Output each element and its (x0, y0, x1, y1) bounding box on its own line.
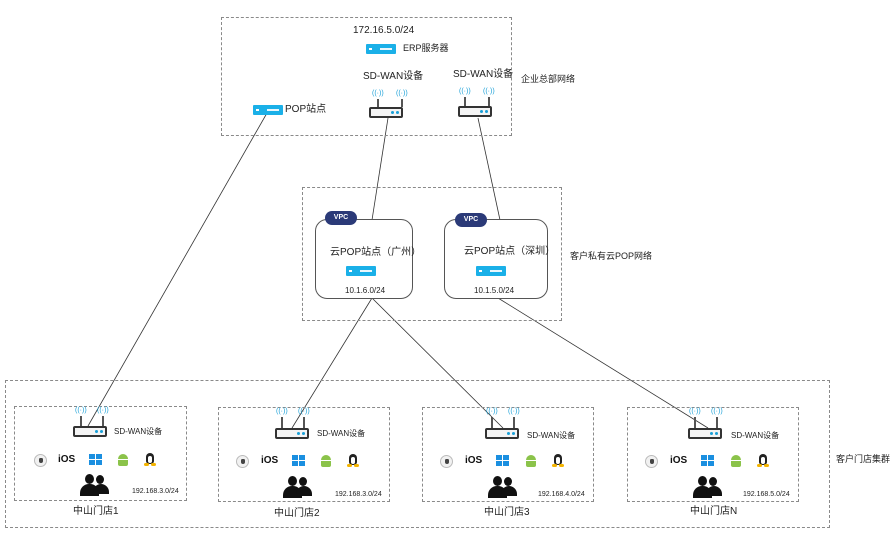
wifi-icon: ((·)) (689, 408, 701, 415)
vpc-badge: VPC (455, 213, 487, 227)
store-box (422, 407, 594, 502)
hq-group-label: 企业总部网络 (521, 74, 576, 84)
hq-subnet: 172.16.5.0/24 (353, 25, 415, 36)
store-name: 中山门店3 (484, 507, 530, 518)
store-sdwan-label: SD-WAN设备 (317, 429, 366, 438)
store-sdwan-device (275, 428, 309, 439)
erp-server-icon (366, 44, 396, 54)
store-sdwan-device (688, 428, 722, 439)
wifi-icon: ((·)) (483, 88, 495, 95)
hq-sdwan-label-1: SD-WAN设备 (363, 71, 424, 82)
wifi-icon: ((·)) (508, 408, 520, 415)
antenna (513, 417, 515, 428)
cloud-site-guangzhou (315, 219, 413, 299)
ios-label: iOS (670, 455, 688, 466)
users-icon (282, 476, 312, 498)
android-icon (525, 455, 537, 467)
cloud-site-name: 云POP站点（深圳） (464, 246, 556, 257)
wifi-icon: ((·)) (75, 407, 87, 414)
hq-sdwan-device-2 (458, 106, 492, 117)
hq-network-group (221, 17, 512, 136)
antenna (488, 97, 490, 106)
hq-sdwan-device-1 (369, 107, 403, 118)
link-guangzhou-to-store3 (371, 297, 504, 429)
store-subnet: 192.168.3.0/24 (132, 488, 179, 495)
windows-icon (292, 455, 306, 467)
cloud-site-subnet: 10.1.6.0/24 (345, 286, 386, 295)
antenna (80, 416, 82, 426)
store-subnet: 192.168.3.0/24 (335, 491, 382, 498)
store-sdwan-label: SD-WAN设备 (114, 427, 163, 436)
store-box (218, 407, 390, 502)
cloud-pop-group (302, 187, 562, 321)
windows-icon (496, 455, 510, 467)
wifi-icon: ((·)) (276, 408, 288, 415)
store-name: 中山门店N (690, 506, 738, 517)
store-name: 中山门店2 (274, 508, 320, 519)
wifi-icon: ((·)) (372, 90, 384, 97)
cloud-site-subnet: 10.1.5.0/24 (474, 286, 515, 295)
wifi-icon: ((·)) (711, 408, 723, 415)
ios-label: iOS (465, 455, 483, 466)
erp-server-label: ERP服务器 (403, 43, 449, 53)
antenna (102, 416, 104, 426)
apple-icon (645, 455, 658, 468)
pop-site-icon (253, 105, 283, 115)
antenna (281, 417, 283, 428)
antenna (464, 97, 466, 106)
antenna (716, 417, 718, 428)
antenna (694, 417, 696, 428)
linux-icon (757, 454, 769, 467)
cloud-site-shenzhen (444, 219, 548, 299)
cloud-server-icon (346, 266, 376, 276)
linux-icon (347, 454, 359, 467)
linux-icon (144, 453, 156, 466)
android-icon (320, 455, 332, 467)
ios-label: iOS (58, 454, 76, 465)
hq-sdwan-label-2: SD-WAN设备 (453, 69, 514, 80)
users-icon (79, 474, 109, 496)
android-icon (117, 454, 129, 466)
store-sdwan-device (485, 428, 519, 439)
wifi-icon: ((·)) (97, 407, 109, 414)
apple-icon (236, 455, 249, 468)
store-box (14, 406, 187, 501)
users-icon (487, 476, 517, 498)
store-sdwan-device (73, 426, 107, 437)
store-sdwan-label: SD-WAN设备 (731, 431, 780, 440)
store-cluster-group (5, 380, 830, 528)
windows-icon (701, 455, 715, 467)
windows-icon (89, 454, 103, 466)
store-subnet: 192.168.4.0/24 (538, 491, 585, 498)
store-sdwan-label: SD-WAN设备 (527, 431, 576, 440)
antenna (303, 417, 305, 428)
cloud-site-name: 云POP站点（广州） (330, 247, 422, 258)
link-pop-to-store1 (87, 112, 268, 427)
antenna (491, 417, 493, 428)
antenna (377, 99, 379, 107)
ios-label: iOS (261, 455, 279, 466)
apple-icon (34, 454, 47, 467)
store-subnet: 192.168.5.0/24 (743, 491, 790, 498)
wifi-icon: ((·)) (298, 408, 310, 415)
wifi-icon: ((·)) (459, 88, 471, 95)
store-name: 中山门店1 (73, 506, 119, 517)
apple-icon (440, 455, 453, 468)
pop-site-label: POP站点 (285, 104, 327, 115)
link-shenzhen-to-storeN (497, 297, 709, 429)
wifi-icon: ((·)) (486, 408, 498, 415)
vpc-badge: VPC (325, 211, 357, 225)
wifi-icon: ((·)) (396, 90, 408, 97)
cloud-server-icon (476, 266, 506, 276)
cloud-group-label: 客户私有云POP网络 (570, 251, 653, 261)
store-group-label: 客户门店集群 (836, 454, 891, 464)
linux-icon (552, 454, 564, 467)
android-icon (730, 455, 742, 467)
link-guangzhou-to-store2 (291, 297, 373, 429)
store-box (627, 407, 799, 502)
users-icon (692, 476, 722, 498)
antenna (401, 99, 403, 107)
